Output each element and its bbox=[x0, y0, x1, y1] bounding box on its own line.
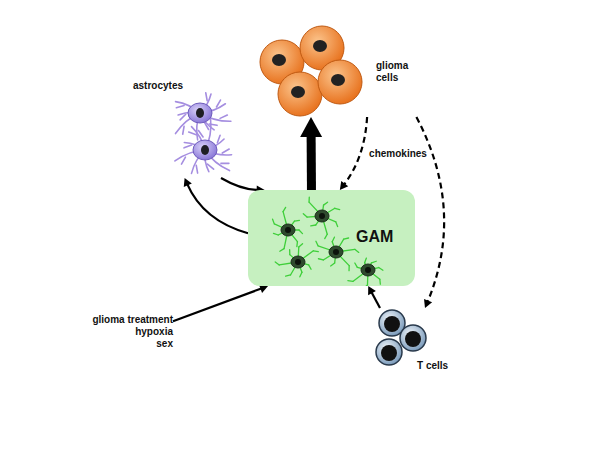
astrocyte-branch bbox=[196, 165, 197, 173]
edge-label: chemokines bbox=[367, 148, 429, 160]
arrow-head bbox=[340, 181, 348, 190]
microglia-branch bbox=[325, 234, 327, 238]
arrow-line bbox=[371, 292, 380, 308]
thick-arrow bbox=[307, 133, 316, 190]
microglia-branch bbox=[300, 272, 302, 277]
microglia-nucleus bbox=[333, 249, 339, 255]
microglia-branch bbox=[335, 208, 340, 209]
microglia-branch bbox=[348, 266, 349, 271]
astrocyte-branch bbox=[180, 114, 186, 120]
microglia-branch bbox=[379, 268, 383, 271]
arrow-head bbox=[184, 178, 192, 187]
microglia-branch bbox=[332, 237, 334, 242]
microglia-branch bbox=[372, 261, 377, 263]
microglia-branch bbox=[275, 262, 279, 265]
astrocyte-branch bbox=[217, 135, 220, 143]
arrow-head bbox=[368, 286, 376, 295]
microglia-nucleus bbox=[319, 213, 325, 219]
microglia-body bbox=[315, 210, 329, 222]
astrocyte-branch bbox=[184, 145, 192, 148]
microglia-branch bbox=[286, 275, 291, 276]
microglia-branch bbox=[289, 250, 290, 255]
node-label: glioma cells bbox=[376, 60, 424, 84]
cell-group: astrocytes bbox=[130, 78, 260, 178]
microglia-nucleus bbox=[295, 259, 301, 265]
microglia-branch bbox=[331, 263, 335, 266]
node-label: sex bbox=[156, 338, 173, 350]
microglia-branch bbox=[280, 249, 284, 252]
arrow-head bbox=[424, 299, 432, 308]
microglia-branch bbox=[355, 249, 359, 252]
microglia-branch bbox=[294, 220, 299, 222]
node-label: astrocytes bbox=[133, 80, 183, 92]
microglia-branch bbox=[324, 202, 328, 205]
microglia-branch bbox=[296, 242, 298, 247]
microglia-branch bbox=[283, 207, 286, 211]
microglia-body bbox=[291, 256, 305, 268]
arrow-line bbox=[173, 288, 262, 321]
dashed-arrow bbox=[344, 117, 367, 185]
node-label: glioma treatment bbox=[92, 314, 173, 326]
arrow-head bbox=[300, 117, 322, 137]
microglia-branch bbox=[365, 258, 367, 263]
microglia-branch bbox=[273, 219, 275, 224]
microglia-branch bbox=[273, 233, 278, 235]
cell-group: T cells bbox=[365, 308, 465, 380]
astrocyte-branch bbox=[183, 126, 184, 134]
astrocyte-branch bbox=[221, 163, 229, 165]
microglia-branch bbox=[355, 263, 358, 267]
cell-group: glioma cells bbox=[260, 22, 430, 117]
microglia-branch bbox=[303, 214, 307, 217]
glioma-cells bbox=[260, 26, 362, 116]
microglia-branch bbox=[318, 259, 323, 260]
microglia-branch bbox=[379, 279, 381, 284]
microglia-branch bbox=[348, 280, 353, 282]
microglia-branch bbox=[299, 230, 302, 234]
astrocyte-branch bbox=[205, 123, 209, 130]
node-label: T cells bbox=[417, 360, 448, 372]
microglia-branch bbox=[309, 265, 311, 269]
astrocyte-branch bbox=[207, 164, 213, 169]
microglia-branch bbox=[344, 238, 349, 239]
node-label: GAM bbox=[356, 227, 393, 246]
microglia-branch bbox=[316, 241, 318, 246]
astrocyte-branch bbox=[181, 157, 185, 164]
microglia-nucleus bbox=[365, 267, 371, 273]
astrocyte-branch bbox=[220, 115, 227, 118]
cell-group: glioma treatmenthypoxiasex bbox=[68, 312, 173, 358]
microglia-branch bbox=[308, 197, 310, 202]
astrocyte-branch bbox=[189, 132, 197, 135]
node-label: hypoxia bbox=[135, 326, 173, 338]
microglia-nucleus bbox=[285, 227, 291, 233]
microglia-body bbox=[329, 246, 343, 258]
microglia-branch bbox=[311, 224, 316, 226]
astrocyte-branch bbox=[206, 93, 207, 101]
astrocyte-bodies bbox=[188, 103, 217, 160]
astrocyte-processes bbox=[175, 93, 232, 174]
microglia-branch bbox=[336, 222, 338, 227]
microglia-branch bbox=[299, 244, 303, 247]
dashed-arrow bbox=[416, 117, 444, 302]
microglia-branch bbox=[364, 285, 368, 286]
arrow-line bbox=[221, 178, 258, 190]
arrow-line bbox=[187, 184, 248, 233]
astrocyte-branch bbox=[176, 106, 184, 108]
t-cells bbox=[376, 310, 426, 365]
microglia-body bbox=[281, 224, 295, 236]
microglia-body bbox=[361, 264, 375, 276]
astrocyte-branch bbox=[222, 149, 229, 153]
gam-region: GAM bbox=[248, 190, 415, 286]
microglia-branch bbox=[313, 250, 318, 252]
astrocyte-branch bbox=[216, 100, 220, 107]
